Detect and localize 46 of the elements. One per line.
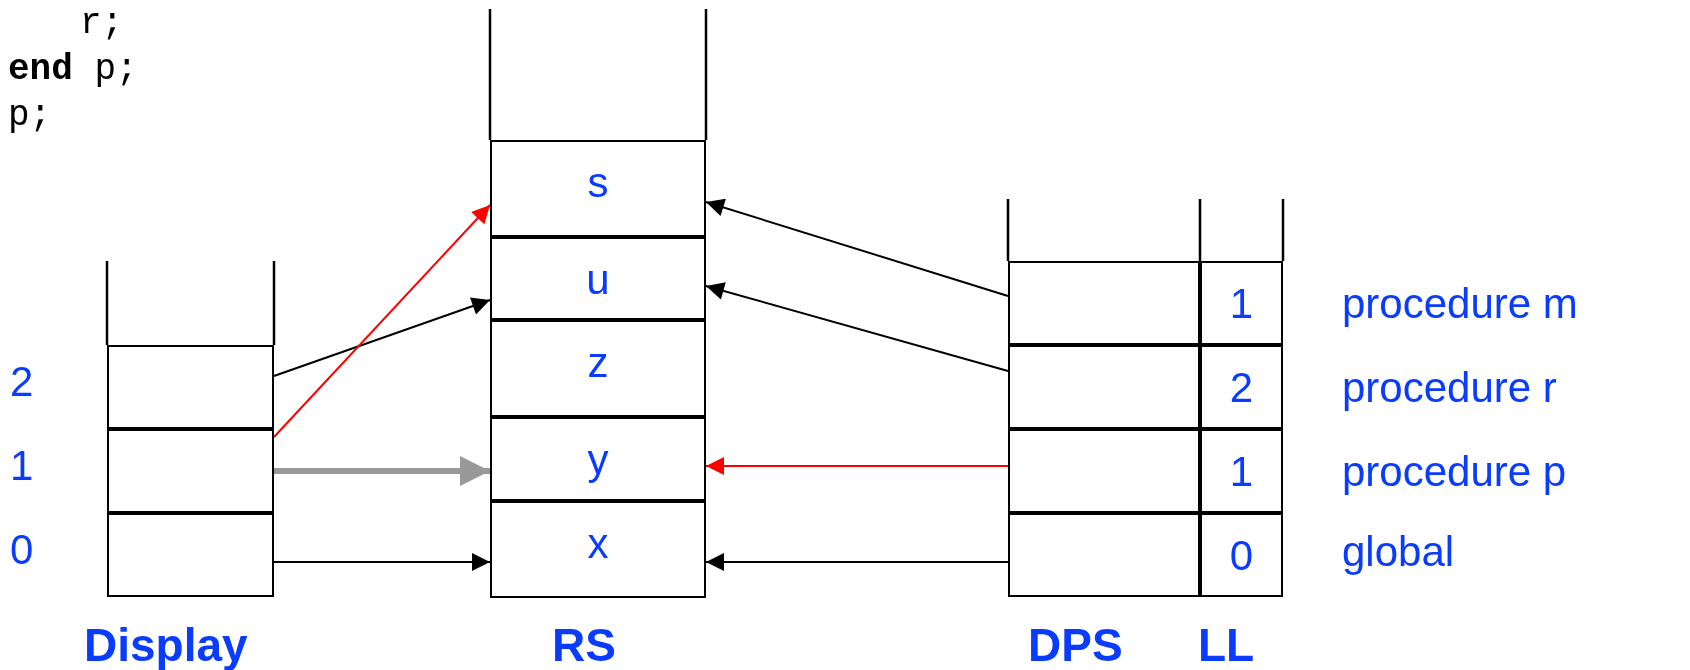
arrow — [705, 457, 1009, 475]
stack-cell — [490, 417, 706, 501]
stack-caption: RS — [552, 622, 616, 668]
level-number: 0 — [10, 529, 34, 571]
stack-caption: DPS — [1028, 622, 1123, 668]
arrow — [273, 297, 491, 377]
cell-label: u — [586, 259, 610, 301]
stack-cell — [1200, 429, 1283, 513]
arrow — [705, 553, 1009, 571]
cell-label: s — [587, 162, 609, 204]
row-description: procedure p — [1342, 451, 1567, 493]
empty-stack-cell — [107, 345, 274, 429]
cell-label: y — [587, 439, 609, 481]
cell-label: z — [587, 342, 609, 384]
arrow — [705, 282, 1009, 372]
empty-stack-cell — [1008, 345, 1200, 429]
empty-stack-cell — [1008, 513, 1200, 597]
empty-stack-cell — [1008, 261, 1200, 345]
arrow — [705, 198, 1009, 297]
cell-label: 1 — [1229, 283, 1254, 325]
empty-stack-cell — [1008, 429, 1200, 513]
cell-label: x — [587, 523, 609, 565]
arrow — [273, 553, 491, 571]
code-line: r; — [80, 6, 124, 42]
level-number: 1 — [10, 445, 34, 487]
row-description: procedure r — [1342, 367, 1557, 409]
arrow — [274, 456, 490, 486]
stack-cell — [490, 140, 706, 237]
cell-label: 1 — [1229, 451, 1254, 493]
stack-caption: LL — [1198, 622, 1255, 668]
stack-cell — [1200, 513, 1283, 597]
code-line: p; — [8, 98, 52, 134]
stack-cell — [490, 237, 706, 320]
empty-stack-cell — [107, 429, 274, 513]
row-description: procedure m — [1342, 283, 1578, 325]
stack-cell — [490, 501, 706, 598]
stack-cell — [1200, 261, 1283, 345]
empty-stack-cell — [107, 513, 274, 597]
stack-cell — [1200, 345, 1283, 429]
cell-label: 2 — [1229, 367, 1254, 409]
row-description: global — [1342, 531, 1455, 573]
stack-cell — [490, 320, 706, 417]
arrow — [273, 204, 491, 438]
level-number: 2 — [10, 361, 34, 403]
code-line: end p; — [8, 52, 138, 88]
cell-label: 0 — [1229, 535, 1254, 577]
